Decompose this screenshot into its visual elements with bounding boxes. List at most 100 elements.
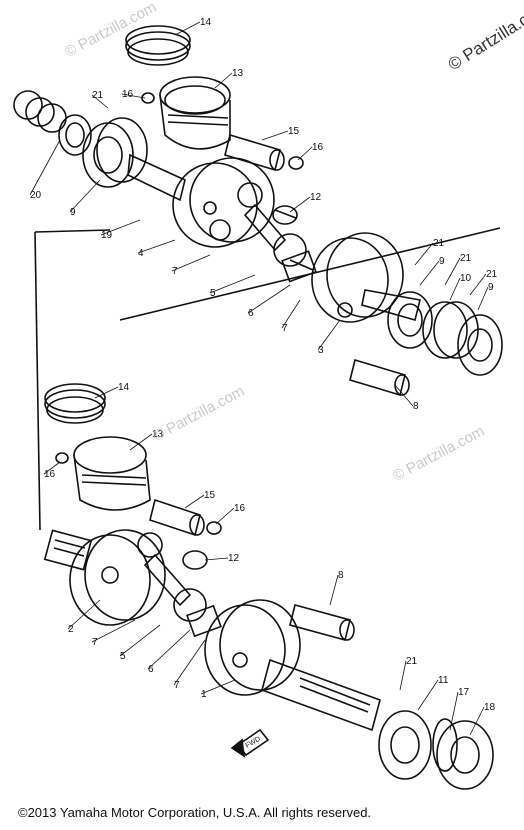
- piston-ring-bottom: [44, 383, 106, 424]
- piston-bottom: [73, 436, 151, 511]
- circlip-bottom-left: [55, 452, 69, 464]
- callout-number: 21: [92, 90, 104, 101]
- callout-number: 14: [118, 382, 130, 393]
- splined-shaft-bottom-left: [43, 529, 93, 571]
- callout-number: 16: [234, 503, 246, 514]
- callout-number: 7: [172, 266, 178, 277]
- callout-leader: [449, 277, 461, 301]
- assembly-boundary-left: [34, 231, 41, 531]
- fwd-arrow-label: FWD: [245, 736, 262, 750]
- callout-leader: [29, 139, 61, 196]
- crank-pin-8-bottom: [289, 604, 355, 641]
- callout-number: 13: [152, 429, 164, 440]
- copyright-footer: ©2013 Yamaha Motor Corporation, U.S.A. A…: [18, 805, 372, 820]
- callout-number: 13: [232, 68, 244, 79]
- circlip-top-left: [141, 92, 155, 104]
- circlip-17-bottom: [432, 718, 458, 772]
- callout-leader: [289, 196, 311, 213]
- assembly-boundary-top: [34, 229, 111, 233]
- callout-leader: [91, 94, 109, 109]
- callout-leader: [119, 624, 161, 657]
- callout-number: 15: [288, 126, 300, 137]
- needle-bearing-top-small: [272, 205, 298, 225]
- oil-seal-top: [13, 90, 92, 156]
- callout-number: 9: [488, 282, 494, 293]
- crankshaft-left-shaft: [127, 153, 186, 202]
- callout-number: 6: [248, 308, 254, 319]
- callout-leader: [43, 461, 61, 475]
- callout-number: 21: [460, 253, 472, 264]
- crank-wheel-right-bottom: [204, 599, 301, 696]
- callout-leader: [449, 691, 459, 731]
- callout-number: 10: [460, 273, 472, 284]
- callout-leader: [94, 386, 119, 399]
- needle-bearing-bottom-small: [182, 550, 208, 570]
- oil-seal-bottom-right: [436, 720, 494, 790]
- callout-number: 8: [338, 570, 344, 581]
- callout-number: 5: [210, 288, 216, 299]
- callout-number: 16: [312, 142, 324, 153]
- callout-number: 1: [201, 689, 207, 700]
- circlip-top-right: [288, 156, 304, 170]
- crank-pin-8-top: [349, 358, 410, 397]
- callout-number: 12: [228, 553, 240, 564]
- piston-ring-top: [125, 25, 191, 66]
- crank-wheel-left-bottom: [69, 529, 166, 626]
- callout-leader: [69, 179, 101, 213]
- callout-leader: [417, 679, 439, 711]
- fwd-arrow: [230, 728, 270, 758]
- callout-number: 21: [406, 656, 418, 667]
- callout-leader: [67, 599, 101, 630]
- callout-number: 7: [92, 637, 98, 648]
- callout-leader: [419, 260, 440, 286]
- assembly-divider: [119, 227, 501, 321]
- callout-leader: [281, 299, 301, 329]
- callout-leader: [394, 384, 414, 407]
- callout-leader: [171, 254, 211, 272]
- callout-number: 15: [204, 490, 216, 501]
- connecting-rod-bottom: [137, 532, 207, 622]
- callout-number: 18: [484, 702, 496, 713]
- callout-leader: [121, 93, 146, 99]
- callout-number: 21: [486, 269, 498, 280]
- callout-leader: [204, 557, 229, 561]
- callout-number: 14: [200, 17, 212, 28]
- callout-leader: [184, 494, 205, 509]
- callout-number: 9: [70, 207, 76, 218]
- callout-leader: [414, 242, 434, 266]
- callout-number: 2: [68, 624, 74, 635]
- callout-leader: [469, 706, 485, 736]
- callout-leader: [477, 286, 489, 311]
- circlip-bottom-right: [206, 521, 222, 535]
- callout-leader: [209, 274, 256, 294]
- callout-leader: [173, 639, 206, 686]
- callout-leader: [329, 574, 339, 606]
- callout-number: 5: [120, 651, 126, 662]
- connecting-rod-top: [237, 182, 307, 267]
- callout-number: 17: [458, 687, 470, 698]
- callout-number: 19: [101, 230, 113, 241]
- callout-number: 12: [310, 192, 322, 203]
- bearing-bottom-right: [378, 710, 432, 780]
- callout-leader: [147, 629, 191, 670]
- callout-leader: [444, 257, 461, 286]
- bearing-top-right-a: [387, 291, 433, 349]
- callout-leader: [261, 130, 289, 141]
- callout-leader: [137, 239, 176, 254]
- output-shaft-bottom: [261, 658, 381, 732]
- callout-number: 7: [174, 680, 180, 691]
- callout-leader: [247, 284, 291, 314]
- callout-leader: [100, 219, 141, 236]
- callout-number: 16: [122, 89, 134, 100]
- callout-leader: [399, 660, 407, 691]
- piston-top: [159, 76, 231, 150]
- callout-leader: [297, 146, 313, 161]
- callout-number: 9: [439, 256, 445, 267]
- callout-leader: [469, 273, 487, 296]
- callout-number: 6: [148, 664, 154, 675]
- callout-leader: [215, 507, 235, 525]
- callout-number: 7: [282, 323, 288, 334]
- callout-number: 8: [413, 401, 419, 412]
